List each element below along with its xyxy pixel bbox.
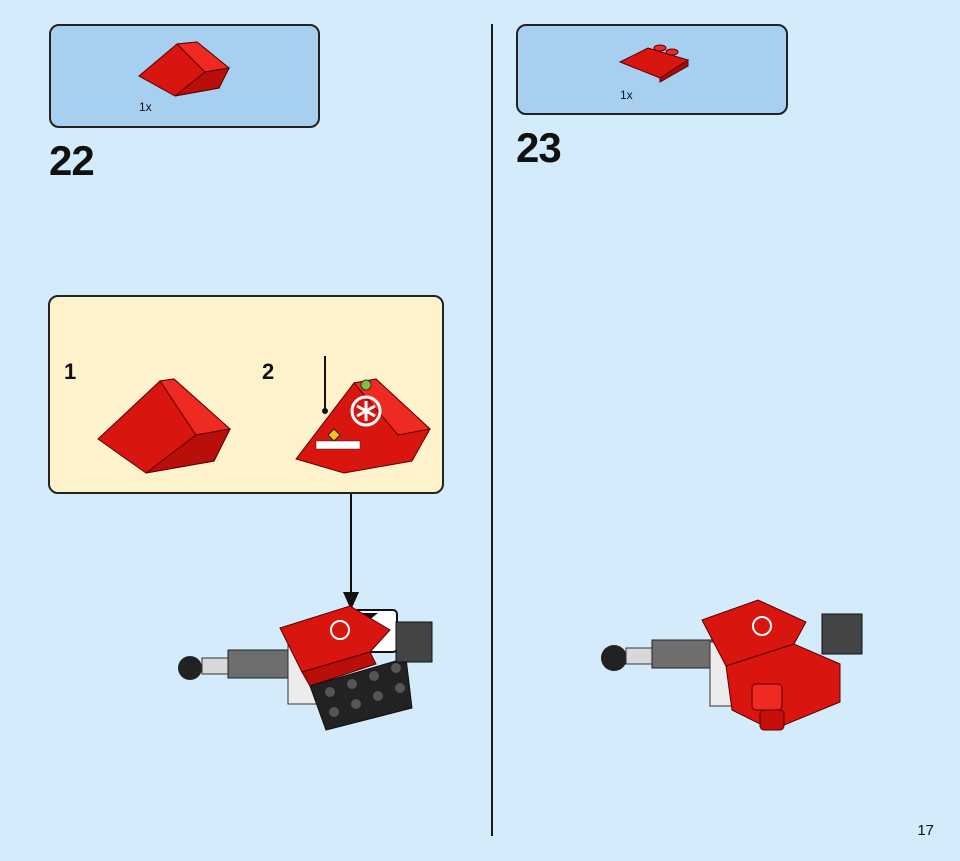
subassembly-box: 1 2 4 — [48, 295, 444, 653]
wedge-brick-icon — [138, 41, 231, 97]
step-23-number: 23 — [516, 124, 562, 171]
wedge-brick-with-sticker — [295, 378, 432, 474]
sticker-emblem-icon — [350, 395, 382, 427]
slope-brick-icon — [618, 44, 690, 83]
step-22-parts-box: 1x — [49, 24, 320, 128]
wedge-brick-plain — [97, 378, 232, 474]
step-23-parts-box: 1x — [516, 24, 788, 115]
sub-step-1-number: 1 — [64, 359, 77, 384]
page-number: 17 — [917, 822, 934, 839]
step-22-model — [178, 605, 433, 731]
sub-step-2-number: 2 — [262, 359, 275, 384]
step-23-model — [601, 599, 863, 731]
step-22-number: 22 — [49, 137, 95, 184]
step-23-qty: 1x — [620, 88, 633, 102]
step-22-qty: 1x — [139, 100, 152, 114]
column-divider — [491, 24, 493, 836]
